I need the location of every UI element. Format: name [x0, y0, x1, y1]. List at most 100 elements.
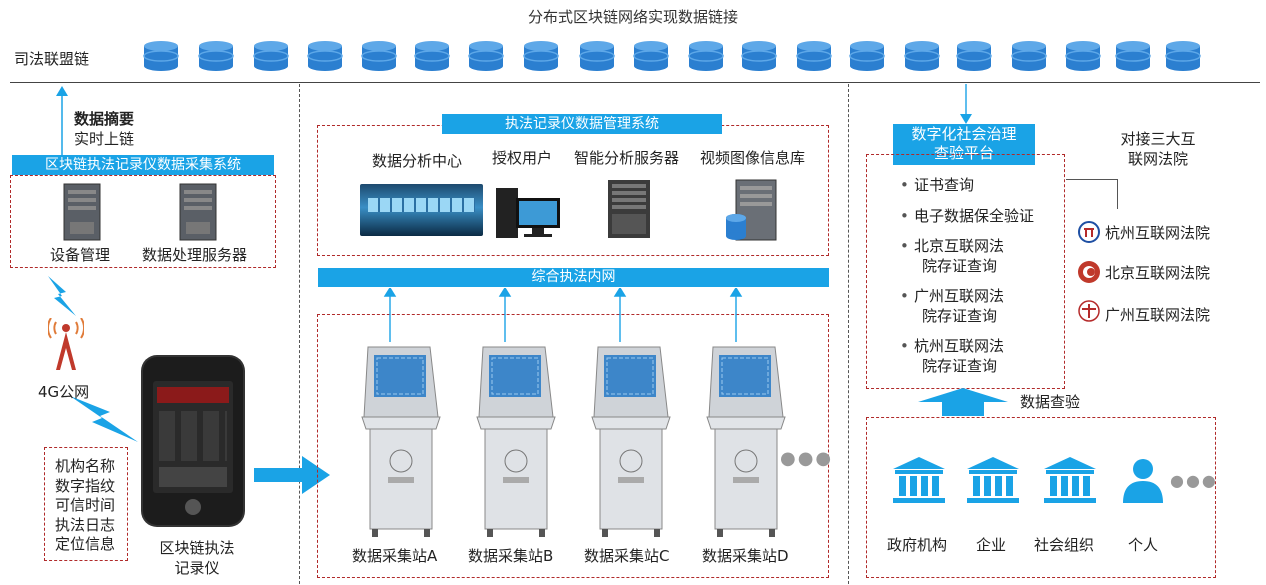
blockchain-node-icon	[307, 40, 343, 72]
blockchain-node-icon	[741, 40, 777, 72]
government-building-icon	[893, 457, 945, 507]
network-4g-label: 4G公网	[38, 383, 90, 401]
query-item[interactable]: •杭州互联网法院存证查询	[900, 337, 1005, 375]
users-box	[866, 417, 1216, 578]
query-box	[866, 154, 1065, 389]
station-label-a: 数据采集站A	[352, 547, 438, 565]
blockchain-node-icon	[468, 40, 504, 72]
blockchain-node-icon	[361, 40, 397, 72]
blockchain-node-icon	[688, 40, 724, 72]
metadata-item: 数字指纹	[55, 476, 116, 495]
connect-title-2: 联网法院	[1127, 150, 1188, 168]
blockchain-node-icon	[253, 40, 289, 72]
blockchain-node-icon	[579, 40, 615, 72]
court-beijing: 北京互联网法院	[1105, 264, 1211, 282]
blockchain-node-icon	[796, 40, 832, 72]
user-label-social-org: 社会组织	[1034, 536, 1095, 554]
cell-tower-icon	[48, 318, 84, 370]
kiosk-station-icon	[590, 345, 672, 544]
metadata-box	[44, 447, 128, 561]
blockchain-node-icon	[414, 40, 450, 72]
chain-label: 司法联盟链	[14, 50, 90, 68]
station-label-d: 数据采集站D	[702, 547, 789, 565]
blockchain-node-icon	[956, 40, 992, 72]
query-item[interactable]: •证书查询	[900, 176, 975, 194]
kiosk-station-icon	[360, 345, 442, 544]
guangzhou-court-logo-icon	[1078, 300, 1100, 322]
blockchain-node-icon	[849, 40, 885, 72]
chain-divider	[10, 82, 1260, 83]
verify-label: 数据查验	[1020, 393, 1081, 411]
blockchain-node-icon	[1115, 40, 1151, 72]
query-item[interactable]: •北京互联网法院存证查询	[900, 237, 1005, 275]
user-label-enterprise: 企业	[976, 536, 1007, 554]
collection-system-box	[10, 175, 276, 268]
device-mgmt-server-icon	[63, 183, 101, 241]
query-item[interactable]: •电子数据保全验证	[900, 206, 1035, 225]
blockchain-node-icon	[904, 40, 940, 72]
workstation-icon	[496, 188, 560, 238]
separator-right	[848, 84, 849, 584]
verification-platform-title: 数字化社会治理 查验平台	[893, 124, 1035, 165]
rack-server-icon	[608, 180, 650, 238]
item-analysis-center: 数据分析中心	[372, 152, 463, 170]
user-label-government: 政府机构	[887, 536, 948, 554]
item-ai-server: 智能分析服务器	[574, 149, 680, 167]
connector-line	[1117, 179, 1118, 209]
data-server-label: 数据处理服务器	[142, 246, 248, 264]
query-list: •证书查询 •电子数据保全验证 •北京互联网法院存证查询 •广州互联网法院存证查…	[900, 176, 1034, 376]
social-organization-icon	[1044, 457, 1096, 507]
blockchain-node-icon	[1165, 40, 1201, 72]
station-uplink-arrows	[383, 288, 743, 342]
court-guangzhou: 广州互联网法院	[1105, 306, 1211, 324]
platform-title-line2: 查验平台	[933, 144, 994, 162]
stations-box	[317, 314, 829, 578]
wireless-signal-icon	[48, 276, 76, 316]
summary-sub: 实时上链	[74, 130, 135, 148]
connect-title-1: 对接三大互	[1120, 130, 1196, 148]
kiosk-station-icon	[705, 345, 787, 544]
collection-system-title: 区块链执法记录仪数据采集系统	[12, 155, 274, 175]
connector-line	[1066, 179, 1118, 180]
item-video-db: 视频图像信息库	[700, 149, 806, 167]
enterprise-building-icon	[967, 457, 1019, 507]
video-database-icon	[726, 179, 777, 241]
platform-title-line1: 数字化社会治理	[911, 125, 1017, 143]
kiosk-station-icon	[475, 345, 557, 544]
metadata-list: 机构名称 数字指纹 可信时间 执法日志 定位信息	[55, 457, 115, 555]
hangzhou-court-logo-icon	[1078, 221, 1100, 243]
control-room-image	[360, 184, 483, 236]
device-mgmt-label: 设备管理	[50, 246, 111, 264]
intranet-bar: 综合执法内网	[318, 268, 829, 287]
blockchain-node-icon	[523, 40, 559, 72]
body-camera-device	[143, 357, 243, 525]
metadata-item: 定位信息	[55, 535, 116, 553]
separator-left	[299, 84, 300, 584]
court-hangzhou: 杭州互联网法院	[1105, 224, 1211, 242]
uplink-arrow	[56, 86, 68, 156]
page-title: 分布式区块链网络实现数据链接	[527, 8, 738, 26]
station-label-c: 数据采集站C	[584, 547, 670, 565]
management-system-title: 执法记录仪数据管理系统	[442, 114, 722, 134]
blockchain-node-icon	[198, 40, 234, 72]
item-authorized-users: 授权用户	[492, 149, 553, 167]
blockchain-node-icon	[1011, 40, 1047, 72]
data-server-icon	[179, 183, 217, 241]
upload-arrow	[254, 456, 330, 494]
more-users-indicator: ●●●	[1170, 471, 1218, 490]
recorder-label-1: 区块链执法	[159, 539, 235, 557]
more-stations-indicator: ●●●	[780, 448, 834, 469]
summary-title: 数据摘要	[74, 110, 135, 128]
device-screen	[153, 381, 233, 493]
blockchain-node-icon	[1065, 40, 1101, 72]
metadata-item: 执法日志	[55, 515, 116, 534]
wireless-signal-icon	[70, 396, 138, 442]
recorder-label-2: 记录仪	[174, 559, 220, 577]
metadata-item: 机构名称	[55, 457, 116, 475]
query-item[interactable]: •广州互联网法院存证查询	[900, 287, 1005, 325]
blockchain-node-icon	[143, 40, 179, 72]
station-label-b: 数据采集站B	[468, 547, 554, 565]
chain-downlink-arrow	[960, 84, 972, 124]
blockchain-node-icon	[633, 40, 669, 72]
person-icon	[1121, 457, 1165, 507]
